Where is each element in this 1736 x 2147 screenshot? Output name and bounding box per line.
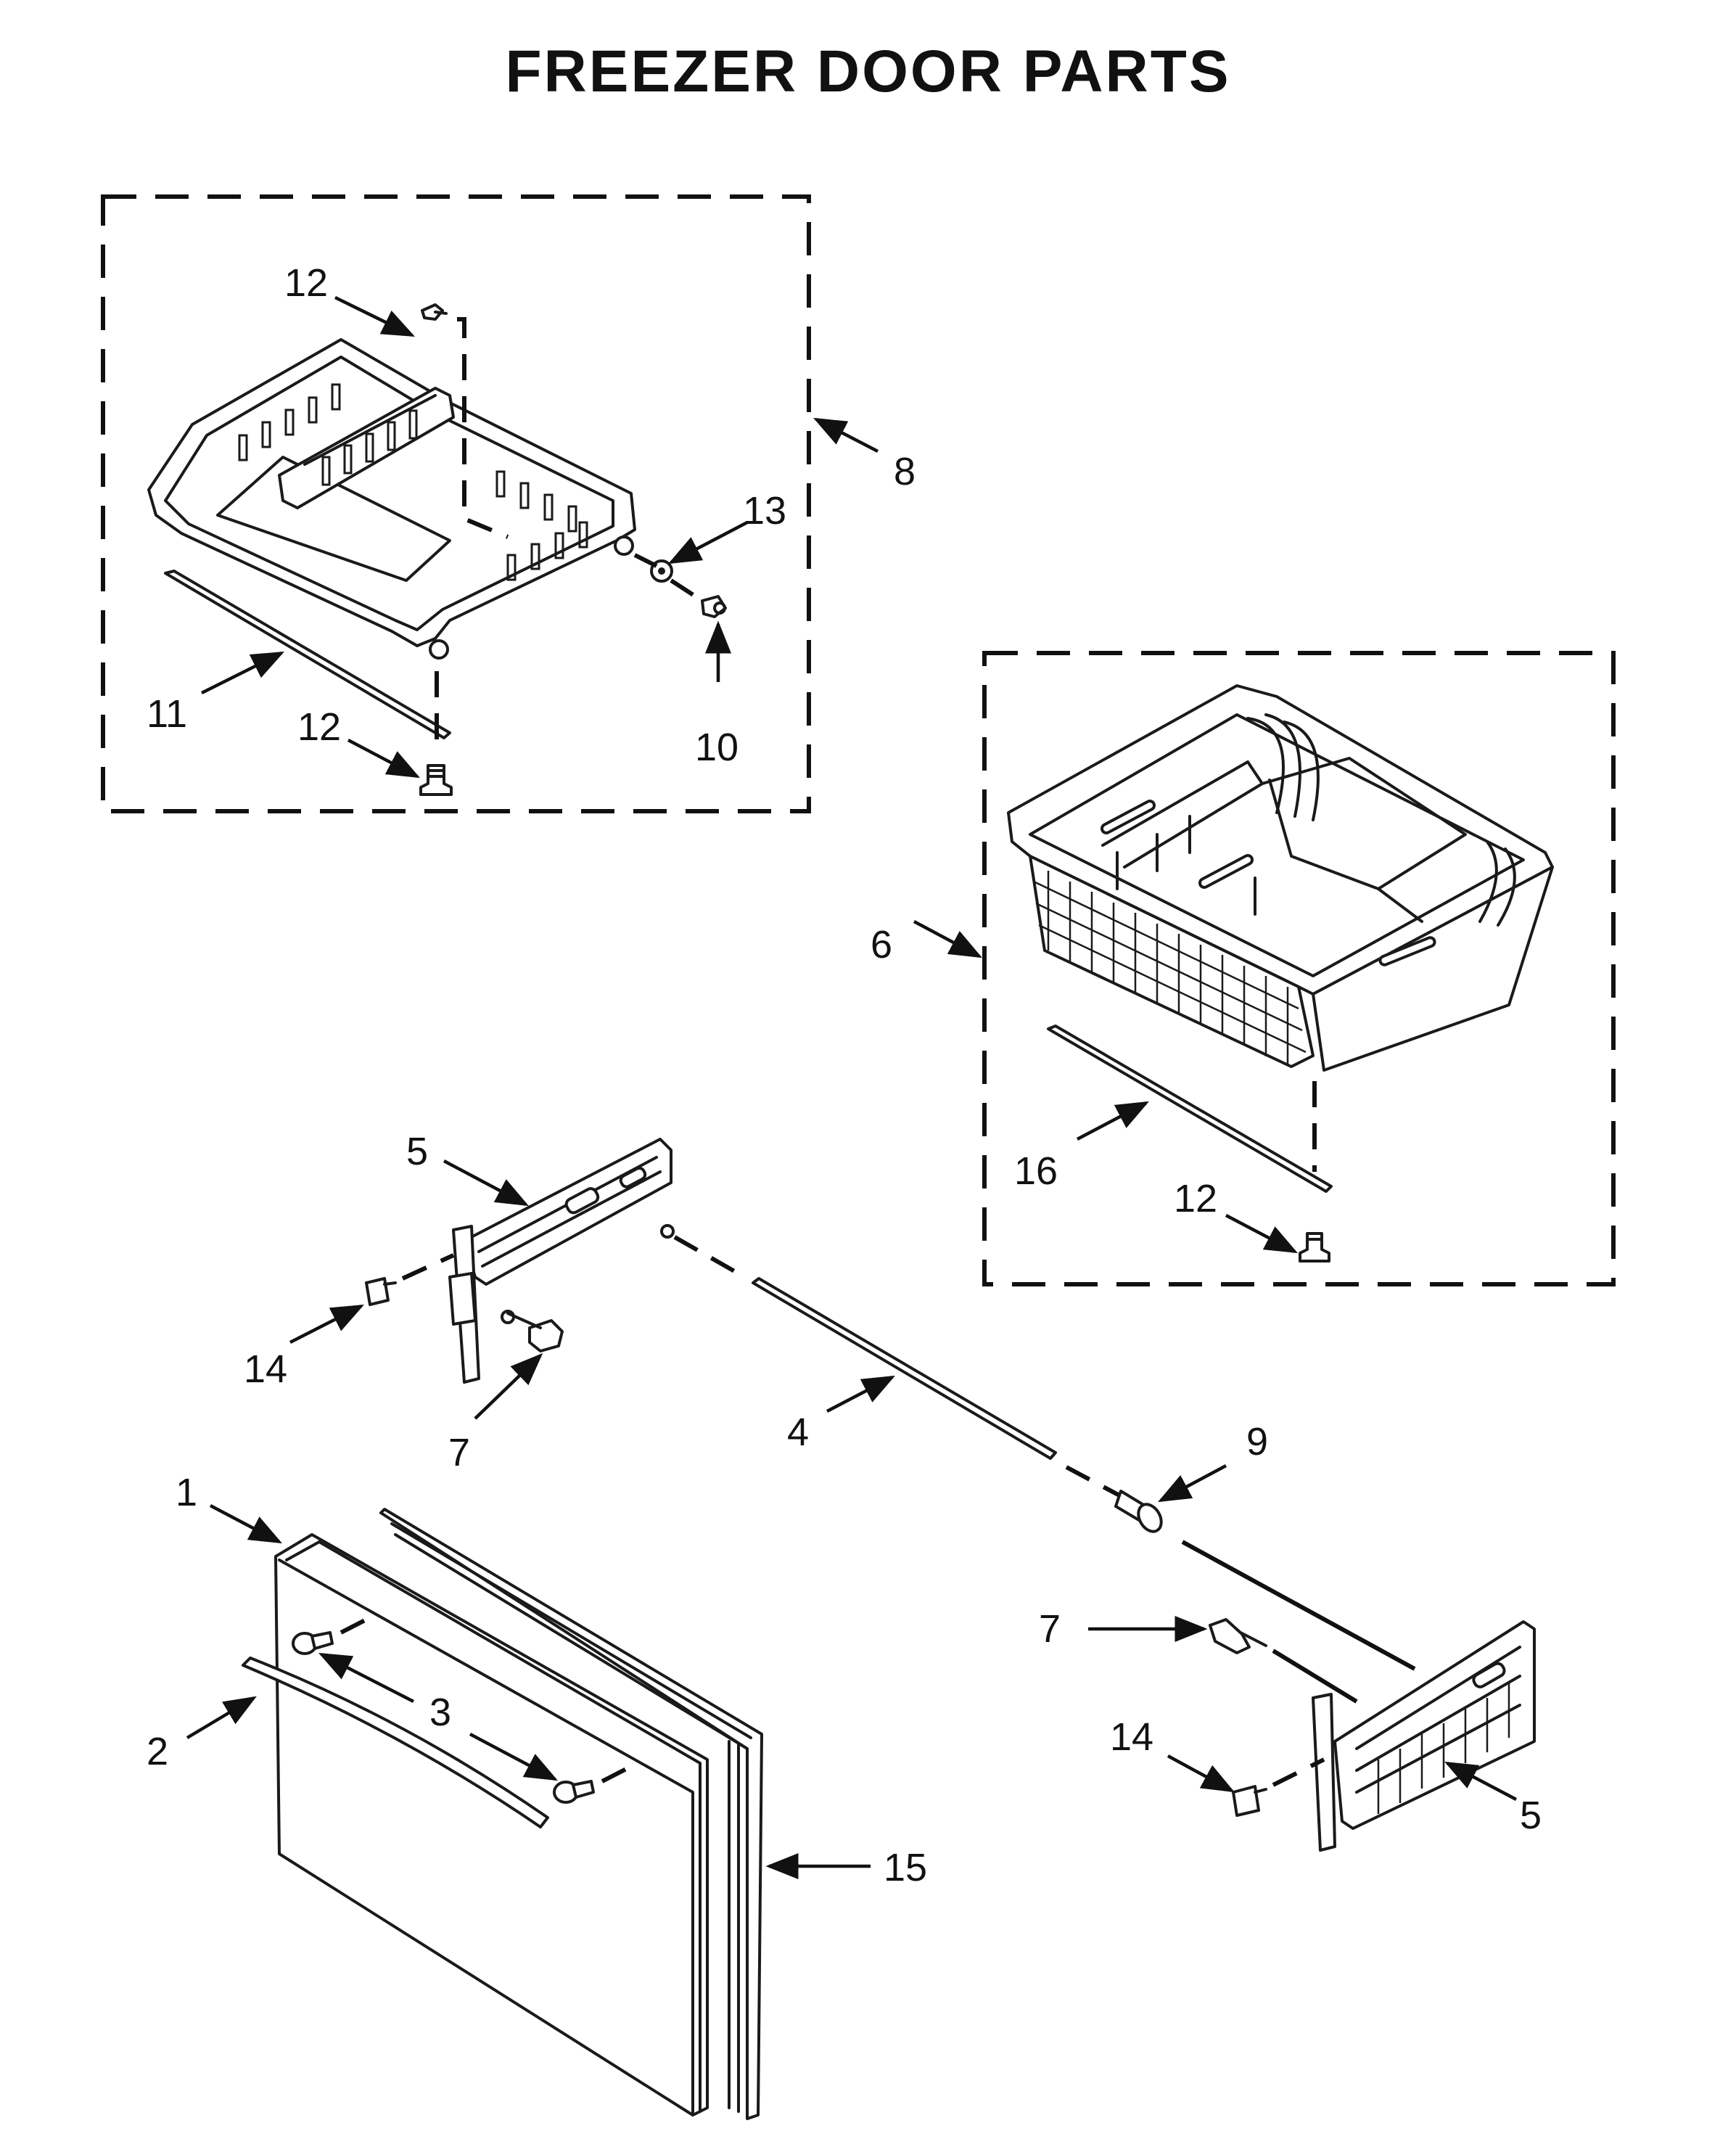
slide-rail-5-right: [1312, 1620, 1536, 1852]
callout-12-bottom: 12: [297, 705, 341, 749]
leader-line-14-right: [1272, 1757, 1325, 1787]
leader-line-3-right: [601, 1766, 629, 1783]
clip-14-right: [1232, 1785, 1267, 1817]
callout-5-left: 5: [406, 1130, 428, 1173]
rod-4: [752, 1277, 1057, 1460]
screw-12-basket: [1299, 1232, 1330, 1263]
slide-rail-5-left: [448, 1138, 675, 1384]
leader-line-9-to-rail: [1181, 1540, 1416, 1671]
callout-9: 9: [1246, 1420, 1268, 1464]
bolt-7-right: [1209, 1618, 1267, 1654]
handle-screw-3-left: [292, 1631, 334, 1655]
door-panel-1: [274, 1533, 709, 2117]
assembly-6-outline: [982, 651, 1616, 1286]
callout-2: 2: [147, 1730, 168, 1773]
callout-7-left: 7: [448, 1431, 470, 1474]
callout-11: 11: [147, 692, 187, 736]
callout-15: 15: [884, 1846, 927, 1889]
callout-arrows: [186, 295, 1518, 1879]
clip-14-left: [365, 1277, 397, 1306]
stud-10: [701, 595, 727, 618]
leader-line-rod-right: [1065, 1465, 1122, 1498]
bolt-7-left: [506, 1312, 564, 1352]
rail-11: [164, 570, 451, 739]
page-title: FREEZER DOOR PARTS: [505, 38, 1231, 104]
callout-5-right: 5: [1520, 1794, 1542, 1837]
door-gasket-15: [379, 1508, 763, 2120]
screw-12-bottom: [419, 764, 453, 796]
callout-13: 13: [743, 489, 786, 533]
door-handle-2: [242, 1657, 549, 1828]
callout-14-left: 14: [244, 1347, 287, 1391]
leader-line-7-right: [1272, 1649, 1358, 1704]
handle-screw-3-right: [553, 1780, 595, 1804]
leader-line-3-left: [340, 1617, 368, 1635]
lower-basket-part: [1007, 684, 1554, 1072]
leader-line-10: [670, 578, 702, 602]
upper-basket-part: [147, 338, 636, 660]
leader-line-13: [633, 553, 658, 568]
callout-12-basket: 12: [1174, 1177, 1217, 1220]
callout-14-right: 14: [1110, 1715, 1153, 1759]
callout-4: 4: [787, 1411, 809, 1454]
rail-16: [1047, 1025, 1333, 1193]
screw-12-top: [421, 303, 448, 321]
leader-line-14-left: [401, 1253, 455, 1281]
leader-line-12-top: [457, 317, 509, 539]
callout-10: 10: [695, 726, 739, 769]
callout-8: 8: [894, 450, 916, 493]
callout-16: 16: [1014, 1149, 1058, 1193]
callout-3: 3: [429, 1691, 451, 1734]
callout-1: 1: [176, 1471, 197, 1514]
leader-line-rod-left: [673, 1235, 749, 1281]
callout-7-right: 7: [1039, 1607, 1061, 1651]
callout-6: 6: [871, 923, 892, 966]
bushing-9: [1114, 1490, 1163, 1533]
assembly-8-outline: [101, 194, 811, 813]
callout-12-top: 12: [284, 261, 328, 305]
